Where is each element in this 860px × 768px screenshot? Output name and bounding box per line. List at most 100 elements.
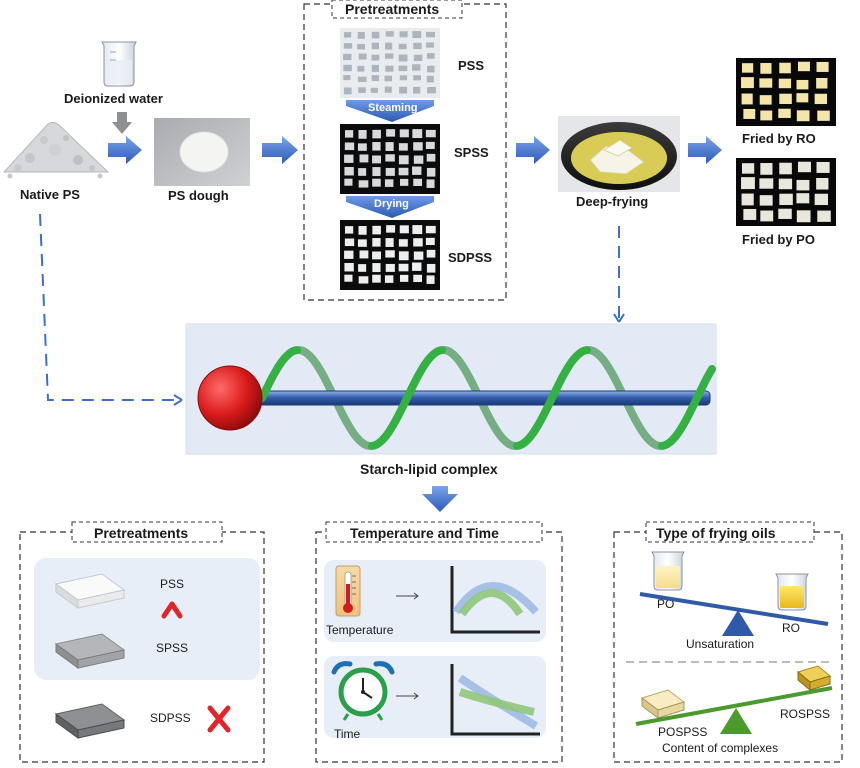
photo-piece — [426, 167, 436, 177]
complex-fulcrum — [720, 708, 752, 734]
unsaturation-beam — [639, 592, 829, 626]
pss-photo — [340, 28, 440, 98]
dashed-connector-left — [39, 213, 182, 401]
photo-piece — [741, 77, 754, 89]
photo-piece — [741, 193, 754, 206]
photo-piece — [759, 78, 773, 88]
photo-piece — [386, 225, 396, 233]
photo-piece — [399, 178, 409, 186]
photo-piece — [426, 249, 436, 258]
photo-piece — [398, 167, 409, 176]
photo-piece — [413, 75, 422, 81]
photo-piece — [372, 263, 381, 273]
photo-piece — [358, 226, 367, 235]
pospss-block-icon — [640, 689, 686, 719]
photo-piece — [814, 193, 829, 206]
photo-piece — [413, 142, 423, 151]
photo-piece — [413, 251, 424, 260]
photo-piece — [385, 263, 395, 272]
photo-piece — [384, 75, 392, 82]
photo-piece — [386, 129, 396, 137]
pretreatments-title-box — [331, 0, 463, 19]
panel-temp-time-title: Temperature and Time — [350, 525, 499, 541]
photo-piece — [779, 93, 792, 105]
photo-piece — [357, 65, 365, 72]
photo-piece — [385, 167, 395, 176]
photo-piece — [425, 129, 436, 138]
alarm-clock-icon — [331, 661, 395, 721]
photo-piece — [779, 62, 791, 74]
dashed-arrowhead-left — [173, 394, 183, 406]
panel-spss-label: SPSS — [156, 641, 188, 655]
photo-piece — [372, 142, 381, 151]
photo-piece — [344, 130, 354, 138]
panel-temp-time-title-box — [325, 521, 543, 543]
temp-arrow — [396, 592, 419, 600]
photo-piece — [760, 163, 773, 175]
down-arrow-icon — [112, 112, 132, 134]
red-x-icon — [207, 705, 231, 733]
photo-piece — [359, 154, 369, 163]
photo-piece — [779, 162, 792, 175]
photo-piece — [743, 108, 756, 119]
temp-panel-bg — [324, 560, 546, 642]
photo-piece — [759, 195, 773, 206]
photo-piece — [343, 43, 353, 49]
fried-by-ro-label: Fried by RO — [742, 131, 816, 146]
photo-piece — [779, 193, 793, 206]
photo-piece — [399, 31, 408, 38]
photo-piece — [741, 177, 755, 190]
photo-piece — [399, 274, 409, 282]
photo-piece — [796, 179, 810, 191]
photo-piece — [425, 141, 435, 150]
photo-piece — [344, 238, 355, 247]
rospss-label: ROSPSS — [780, 707, 830, 721]
sdpss-photo — [340, 220, 440, 290]
spss-label: SPSS — [454, 145, 489, 160]
photo-piece — [426, 75, 434, 83]
photo-piece — [370, 87, 378, 93]
photo-piece — [413, 86, 421, 94]
photo-piece — [817, 210, 831, 222]
photo-piece — [399, 129, 409, 138]
photo-piece — [371, 31, 380, 39]
photo-piece — [398, 54, 408, 62]
photo-piece — [343, 53, 352, 61]
photo-piece — [384, 86, 392, 93]
photo-piece — [385, 142, 394, 151]
photo-piece — [796, 79, 809, 90]
panel-oils-title-box — [645, 521, 815, 543]
starch-pile-icon — [2, 121, 110, 179]
photo-piece — [357, 239, 367, 247]
photo-piece — [372, 167, 381, 177]
photo-piece — [816, 77, 828, 89]
photo-piece — [413, 178, 423, 186]
photo-piece — [741, 93, 753, 105]
photo-piece — [817, 110, 830, 121]
content-of-complexes-label: Content of complexes — [662, 741, 778, 755]
ps-dough-photo — [154, 118, 250, 186]
native-ps-label: Native PS — [20, 187, 80, 202]
photo-piece — [398, 65, 408, 72]
photo-piece — [412, 31, 422, 39]
flow-arrow-3 — [516, 136, 550, 164]
photo-piece — [399, 86, 408, 94]
photo-piece — [743, 208, 757, 220]
down-arrow-complex — [422, 486, 458, 512]
photo-piece — [358, 264, 367, 272]
complex-panel — [185, 323, 717, 455]
photo-piece — [398, 43, 407, 50]
deionized-water-label: Deionized water — [64, 91, 163, 106]
deep-frying-label: Deep-frying — [576, 194, 648, 209]
photo-piece — [384, 179, 394, 187]
photo-piece — [427, 86, 436, 94]
spss-block-icon — [54, 633, 126, 669]
photo-piece — [398, 155, 409, 165]
steaming-label: Steaming — [368, 102, 418, 114]
rospss-block-icon — [796, 665, 832, 692]
photo-piece — [385, 154, 395, 162]
ro-label: RO — [782, 621, 800, 635]
photo-piece — [358, 130, 367, 139]
photo-piece — [384, 53, 394, 59]
drying-label: Drying — [374, 198, 409, 210]
